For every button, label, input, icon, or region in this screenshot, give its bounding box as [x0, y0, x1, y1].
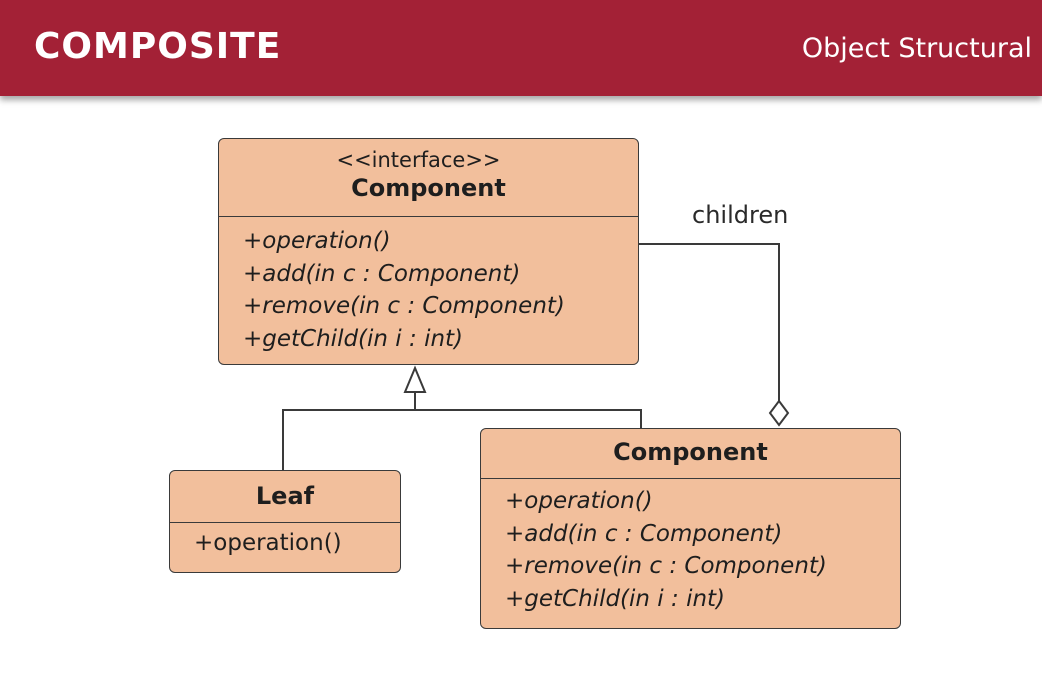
inheritance-line-composite: [415, 409, 642, 428]
interface-class-box: <<interface>> Component +operation() +ad…: [218, 138, 639, 365]
composite-operation: +add(in c : Component): [505, 520, 783, 547]
interface-class-name: Component: [351, 174, 506, 202]
composite-operations: +operation() +add(in c : Component) +rem…: [481, 479, 900, 615]
composite-operation: +operation(): [505, 488, 653, 514]
composite-operation: +remove(in c : Component): [505, 553, 827, 579]
leaf-operation: +operation(): [194, 530, 342, 556]
leaf-class-header: Leaf: [170, 471, 400, 523]
interface-operation: +add(in c : Component): [243, 260, 521, 287]
interface-operation: +remove(in c : Component): [243, 293, 565, 319]
leaf-operations: +operation(): [170, 523, 400, 560]
header-bar: COMPOSITE Object Structural: [0, 0, 1042, 96]
aggregation-diamond: [768, 399, 790, 427]
interface-stereotype: <<interface>>: [336, 148, 501, 172]
interface-operation: +operation(): [243, 228, 391, 254]
interface-operation: +getChild(in i : int): [243, 325, 464, 352]
composite-operation: +getChild(in i : int): [505, 585, 726, 612]
composite-class-name: Component: [613, 438, 768, 466]
inheritance-arrowhead: [403, 365, 427, 393]
interface-operations: +operation() +add(in c : Component) +rem…: [219, 217, 638, 355]
pattern-category: Object Structural: [801, 33, 1032, 64]
children-label: children: [692, 201, 789, 229]
aggregation-line: [639, 243, 780, 401]
inheritance-line-leaf: [282, 409, 415, 470]
composite-class-header: Component: [481, 429, 900, 479]
leaf-class-box: Leaf +operation(): [169, 470, 401, 573]
pattern-title: COMPOSITE: [34, 26, 282, 67]
interface-class-header: <<interface>> Component: [219, 139, 638, 217]
leaf-class-name: Leaf: [255, 482, 315, 510]
composite-class-box: Component +operation() +add(in c : Compo…: [480, 428, 901, 629]
